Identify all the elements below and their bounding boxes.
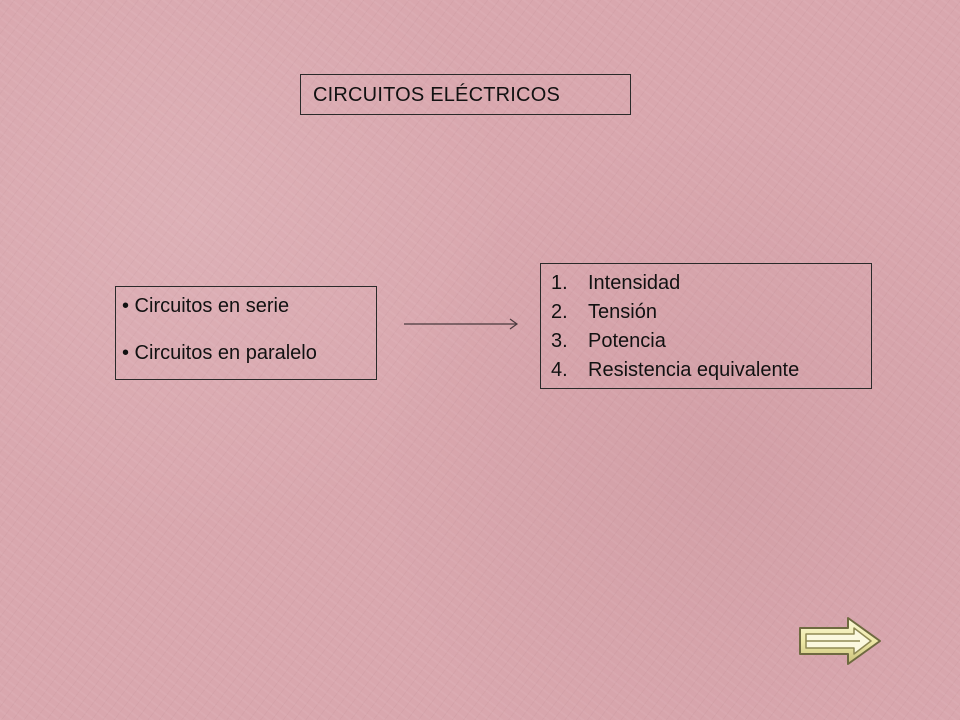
list-item-number: 4. (551, 359, 568, 381)
list-item: 2. Tensión (551, 298, 871, 327)
title-box: CIRCUITOS ELÉCTRICOS (300, 74, 631, 115)
next-slide-arrow-icon[interactable] (798, 616, 882, 666)
magnitudes-list: 1. Intensidad 2. Tensión 3. Potencia 4. … (551, 269, 871, 385)
list-item-number: 2. (551, 301, 568, 323)
list-item-label: Tensión (588, 301, 657, 323)
list-item-label: Potencia (588, 330, 666, 352)
list-item-label: Resistencia equivalente (588, 359, 800, 381)
circuit-types-box: • Circuitos en serie • Circuitos en para… (115, 286, 377, 380)
list-item-label: Intensidad (588, 272, 681, 294)
magnitudes-box: 1. Intensidad 2. Tensión 3. Potencia 4. … (540, 263, 872, 389)
list-item: 1. Intensidad (551, 269, 871, 298)
circuit-type-series: • Circuitos en serie (122, 295, 290, 317)
list-item: 4. Resistencia equivalente (551, 356, 871, 385)
page-title: CIRCUITOS ELÉCTRICOS (313, 84, 560, 106)
right-arrow-icon (404, 318, 519, 330)
list-item: 3. Potencia (551, 327, 871, 356)
list-item-number: 3. (551, 330, 568, 352)
circuit-type-parallel: • Circuitos en paralelo (122, 342, 317, 364)
list-item-number: 1. (551, 272, 568, 294)
